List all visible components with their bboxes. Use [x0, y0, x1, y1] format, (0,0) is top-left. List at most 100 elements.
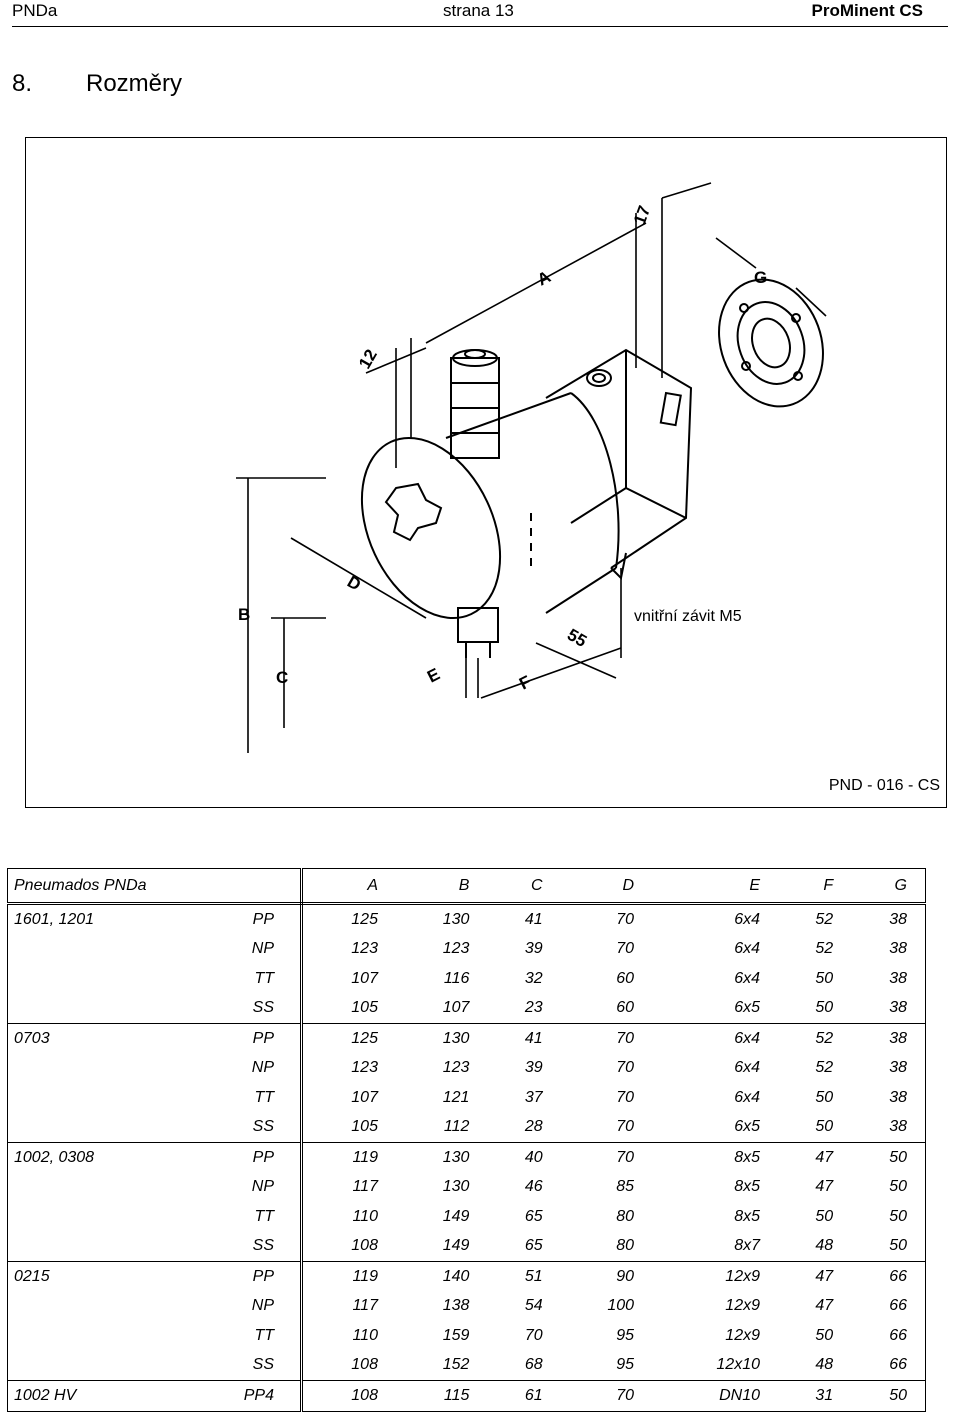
cell-E: 8x7	[734, 1237, 760, 1255]
cell-model: 1601, 1201	[7, 903, 194, 935]
cell-A: 117	[352, 1178, 378, 1196]
col-header-D: D	[560, 868, 653, 905]
dim-label-E: E	[424, 664, 443, 686]
bottom-valve	[457, 607, 499, 643]
cell-A: 107	[351, 1088, 378, 1106]
cell-C: 40	[487, 1142, 561, 1173]
dosing-head-body	[445, 392, 617, 614]
cell-model	[7, 1231, 194, 1262]
section-heading: 8.Rozměry	[12, 70, 182, 98]
cell-G: 38	[851, 1053, 927, 1083]
cell-B: 123	[442, 940, 470, 958]
cell-material: SS	[194, 1112, 303, 1143]
cell-G: 38	[851, 934, 927, 964]
cell-E: 6x4	[734, 1088, 760, 1106]
cell-C: 37	[524, 1088, 543, 1106]
model-label: PND - 016 - CS	[828, 777, 940, 794]
cell-F: 52	[815, 940, 834, 958]
cell-B: 130	[395, 1142, 488, 1173]
cell-model	[7, 993, 194, 1024]
cell-A: 125	[351, 910, 378, 928]
cell-model	[7, 1172, 194, 1202]
cell-F: 52	[815, 910, 834, 928]
cell-D: 70	[560, 1142, 653, 1173]
cell-C: 28	[524, 1118, 543, 1136]
cell-A: 119	[301, 1261, 396, 1292]
cell-model: 0215	[7, 1261, 194, 1292]
cell-material: PP	[194, 1023, 303, 1054]
cell-G: 38	[851, 1083, 927, 1113]
cell-D: 70	[616, 940, 635, 958]
cell-A: 108	[301, 1380, 396, 1412]
cell-C: 32	[524, 969, 543, 987]
cell-model	[7, 934, 194, 964]
dim-label-C: C	[276, 668, 288, 687]
cell-G: 38	[851, 1023, 927, 1054]
cell-E: 8x5	[734, 1207, 760, 1225]
cell-model	[7, 1083, 194, 1113]
cell-A: 110	[352, 1207, 378, 1225]
cell-C: 41	[487, 1023, 561, 1054]
cell-B: 123	[442, 1059, 470, 1077]
drive-housing	[545, 348, 693, 569]
header-page-number: strana 13	[443, 1, 514, 20]
col-header-model: Pneumados PNDa	[7, 868, 194, 905]
cell-D: 85	[616, 1178, 635, 1196]
cell-A: 125	[301, 1023, 396, 1054]
cell-D: 70	[560, 1023, 653, 1054]
col-header-G: G	[851, 868, 927, 905]
thread-hole	[586, 369, 612, 387]
cell-F: 31	[778, 1380, 852, 1412]
cell-D: 80	[616, 1237, 635, 1255]
cell-F: 50	[815, 1326, 834, 1344]
cell-E: 12x9	[652, 1261, 778, 1292]
cell-D: 100	[607, 1297, 635, 1315]
cell-model: 1002, 0308	[7, 1142, 194, 1173]
cell-F: 48	[815, 1356, 834, 1374]
cell-F: 50	[815, 1088, 834, 1106]
cell-E: 12x9	[725, 1297, 760, 1315]
dim-label-55: 55	[564, 625, 590, 651]
cell-E: 8x5	[734, 1178, 760, 1196]
page-header: PNDa strana 13 ProMinent CS	[0, 0, 960, 28]
cell-D: 70	[616, 1088, 635, 1106]
cell-C: 39	[524, 940, 543, 958]
section-number: 8.	[12, 70, 33, 97]
header-rule	[12, 26, 948, 27]
cell-A: 108	[351, 1356, 378, 1374]
cell-D: 70	[616, 910, 635, 928]
header-left: PNDa	[12, 1, 58, 20]
cell-D: 70	[616, 1059, 635, 1077]
cell-D: 80	[616, 1207, 635, 1225]
cell-B: 138	[442, 1297, 470, 1315]
cell-A: 123	[351, 940, 378, 958]
head-knob	[384, 482, 443, 542]
cell-E: 6x4	[734, 910, 760, 928]
cell-model	[7, 1053, 194, 1083]
cell-F: 52	[815, 1059, 834, 1077]
col-header-C: C	[487, 868, 561, 905]
cell-G: 66	[851, 1321, 927, 1351]
cell-D: 60	[616, 999, 635, 1017]
cell-E: 8x5	[652, 1142, 778, 1173]
col-header-F: F	[778, 868, 852, 905]
dim-label-A: A	[534, 267, 554, 290]
dimension-figure: A B C D E F G 12 17 55 vnitřní závit M5 …	[25, 137, 947, 808]
cell-material: NP	[194, 934, 303, 964]
cell-B: 152	[442, 1356, 470, 1374]
cell-G: 66	[851, 1291, 927, 1321]
cell-A: 117	[352, 1297, 378, 1315]
cell-C: 70	[524, 1326, 543, 1344]
cell-F: 50	[815, 999, 834, 1017]
cell-D: 90	[560, 1261, 653, 1292]
thread-label: vnitřní závit M5	[632, 608, 744, 626]
cell-G: 38	[851, 993, 927, 1024]
